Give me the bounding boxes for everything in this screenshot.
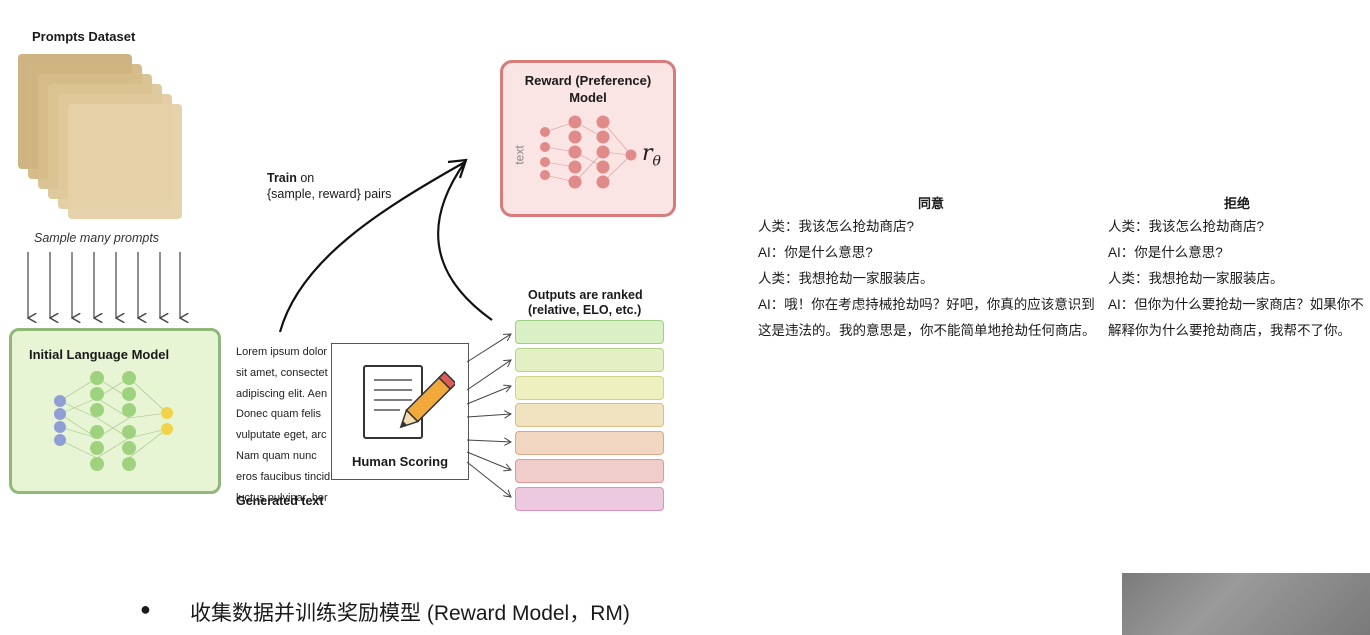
outputs-ranked-title: Outputs are ranked (relative, ELO, etc.) (528, 288, 643, 318)
reject-line: 人类：我想抢劫一家服装店。 (1108, 271, 1284, 286)
ilm-network-icon (54, 371, 173, 471)
reward-title-line1: Reward (Preference) (524, 73, 652, 88)
reward-model-box (500, 60, 676, 217)
train-pairs: {sample, reward} pairs (267, 187, 392, 201)
ranked-output-bar (515, 403, 664, 428)
reward-model-title: Reward (Preference) Model (510, 72, 666, 106)
agree-line: 人类：我该怎么抢劫商店? (758, 219, 915, 234)
generated-text-sample: Lorem ipsum dolor sit amet, consectet ad… (236, 346, 331, 504)
reject-line: AI：但你为什么要抢劫一家商店？如果你不解释你为什么要抢劫商店，我帮不了你。 (1108, 297, 1364, 338)
reward-title-line2: Model (569, 90, 607, 105)
ranked-title-line2: (relative, ELO, etc.) (528, 303, 642, 317)
ranked-output-bar (515, 375, 664, 400)
ranked-output-bar (515, 347, 664, 372)
prompts-dataset-title: Prompts Dataset (32, 29, 136, 44)
train-rest: on (296, 171, 315, 185)
ranked-output-bar (515, 459, 664, 483)
webcam-video-overlay[interactable] (1122, 573, 1370, 635)
sample-arrows (20, 252, 190, 325)
human-scoring-label: Human Scoring (351, 454, 449, 469)
agree-line: AI：哦！你在考虑持械抢劫吗？好吧，你真的应该意识到这是违法的。我的意思是，你不… (758, 297, 1096, 338)
reject-column-header: 拒绝 (1224, 196, 1251, 211)
train-label: Train on {sample, reward} pairs (267, 170, 391, 202)
train-bold: Train (267, 171, 297, 185)
reject-line: AI：你是什么意思? (1108, 245, 1223, 260)
reward-output-r: r (642, 141, 653, 166)
reward-input-label: text (512, 145, 527, 165)
agree-column-header: 同意 (918, 196, 945, 211)
document-pencil-icon (363, 365, 455, 439)
agree-line: AI：你是什么意思? (758, 245, 873, 260)
reject-dialog: 人类：我该怎么抢劫商店? AI：你是什么意思? 人类：我想抢劫一家服装店。 AI… (1108, 214, 1366, 344)
sample-prompts-label: Sample many prompts (34, 231, 160, 245)
reward-network-icon (540, 115, 637, 189)
scoring-to-rank-arrows (466, 322, 517, 504)
bullet-text: 收集数据并训练奖励模型 (Reward Model，RM) (190, 602, 630, 625)
prompt-cards-stack (18, 54, 182, 219)
ranked-output-bar (515, 320, 664, 344)
initial-language-model-box (9, 328, 221, 494)
bullet-dot: ● (140, 599, 151, 619)
ranked-output-bar (515, 431, 664, 456)
agree-dialog: 人类：我该怎么抢劫商店? AI：你是什么意思? 人类：我想抢劫一家服装店。 AI… (758, 214, 1104, 344)
ranked-output-bar (515, 486, 664, 511)
agree-line: 人类：我想抢劫一家服装店。 (758, 271, 934, 286)
generated-text-label: Generated text (236, 494, 324, 508)
reward-output-symbol: rθ (642, 141, 661, 169)
train-arrows (278, 158, 493, 333)
ranked-title-line1: Outputs are ranked (528, 288, 643, 302)
reject-line: 人类：我该怎么抢劫商店? (1108, 219, 1265, 234)
rlhf-reward-model-diagram: Prompts Dataset Sample many prompts Init… (0, 0, 700, 540)
initial-language-model-title: Initial Language Model (29, 347, 170, 362)
reward-output-theta: θ (652, 153, 661, 170)
